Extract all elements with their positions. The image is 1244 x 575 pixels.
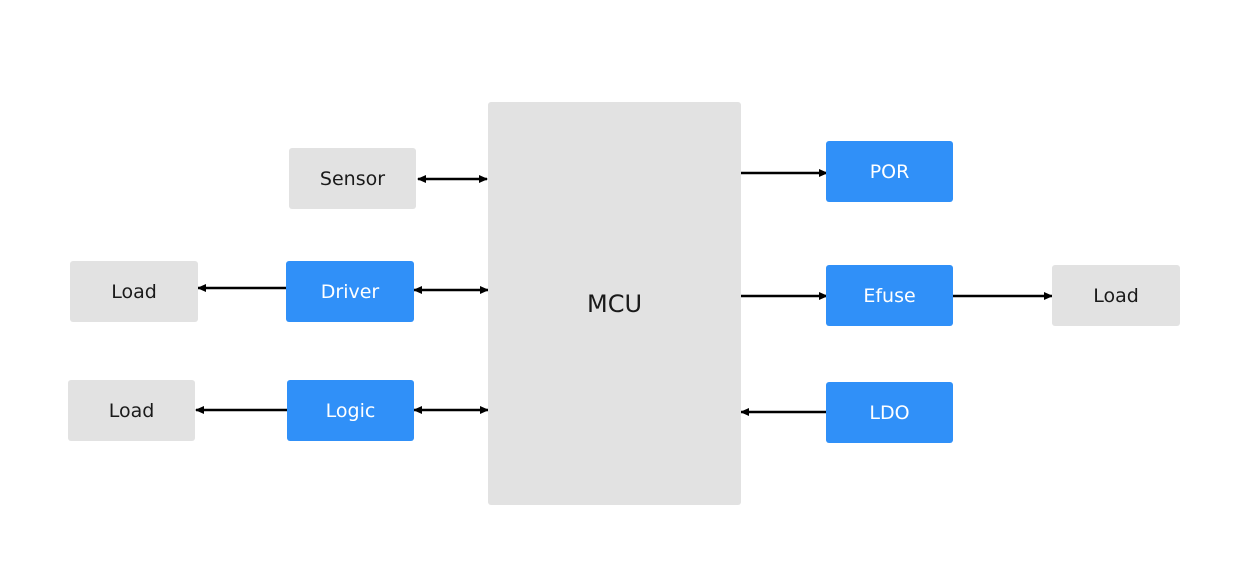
logic-block: Logic [287,380,414,441]
ldo-block: LDO [826,382,953,443]
sensor-block: Sensor [289,148,416,209]
efuse-load-block: Load [1052,265,1180,326]
driver-block: Driver [286,261,414,322]
efuse-block: Efuse [826,265,953,326]
driver-load-block: Load [70,261,198,322]
mcu-block: MCU [488,102,741,505]
por-block: POR [826,141,953,202]
logic-load-block: Load [68,380,195,441]
